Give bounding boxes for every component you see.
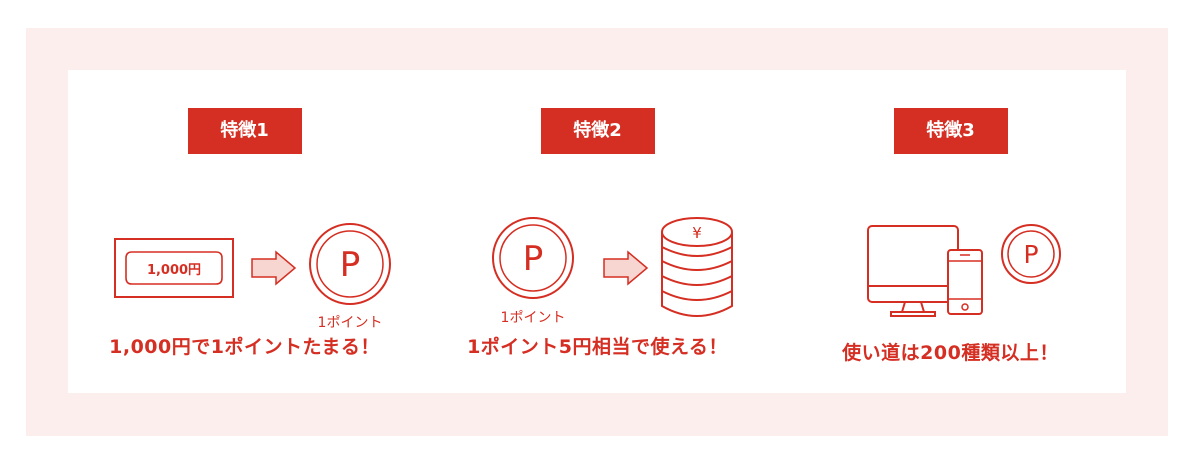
features-panel: 特徴1 1,000円 P 1ポイント 1,000円で1ポイントたまる！ [26,28,1168,436]
feature-1-illustration: 1,000円 P 1ポイント [114,223,391,330]
coin-stack-icon [661,217,733,317]
point-label: 1ポイント [501,310,566,326]
point-symbol: P [523,239,544,279]
features-card: 特徴1 1,000円 P 1ポイント 1,000円で1ポイントたまる！ [68,70,1126,393]
feature-1-caption: 1,000円で1ポイントたまる！ [109,336,380,358]
feature-2-illustration: P 1ポイント ¥ [492,217,733,326]
point-coin-icon: P [1001,224,1061,284]
feature-3: 特徴3 [774,70,1127,393]
point-coin-icon: P [309,223,391,305]
feature-1-badge: 特徴1 [187,108,302,154]
monitor-icon [867,225,959,317]
bill-icon: 1,000円 [114,238,234,298]
feature-3-illustration: P [867,224,1061,317]
feature-3-caption: 使い道は200種類以上！ [842,342,1059,364]
feature-2-badge: 特徴2 [540,108,655,154]
arrow-right-icon [251,250,297,286]
point-label: 1ポイント [318,315,383,330]
point-coin-icon: P [492,217,574,299]
smartphone-icon [947,249,983,315]
bill-text: 1,000円 [147,263,201,278]
point-symbol: P [1023,240,1038,269]
feature-1: 特徴1 1,000円 P 1ポイント 1,000円で1ポイントたまる！ [68,70,421,393]
arrow-right-icon [603,250,649,286]
feature-2: 特徴2 P 1ポイント ¥ [421,70,774,393]
point-symbol: P [340,245,361,285]
feature-2-caption: 1ポイント5円相当で使える！ [467,336,728,358]
feature-3-badge: 特徴3 [893,108,1008,154]
coin-symbol: ¥ [692,224,702,242]
